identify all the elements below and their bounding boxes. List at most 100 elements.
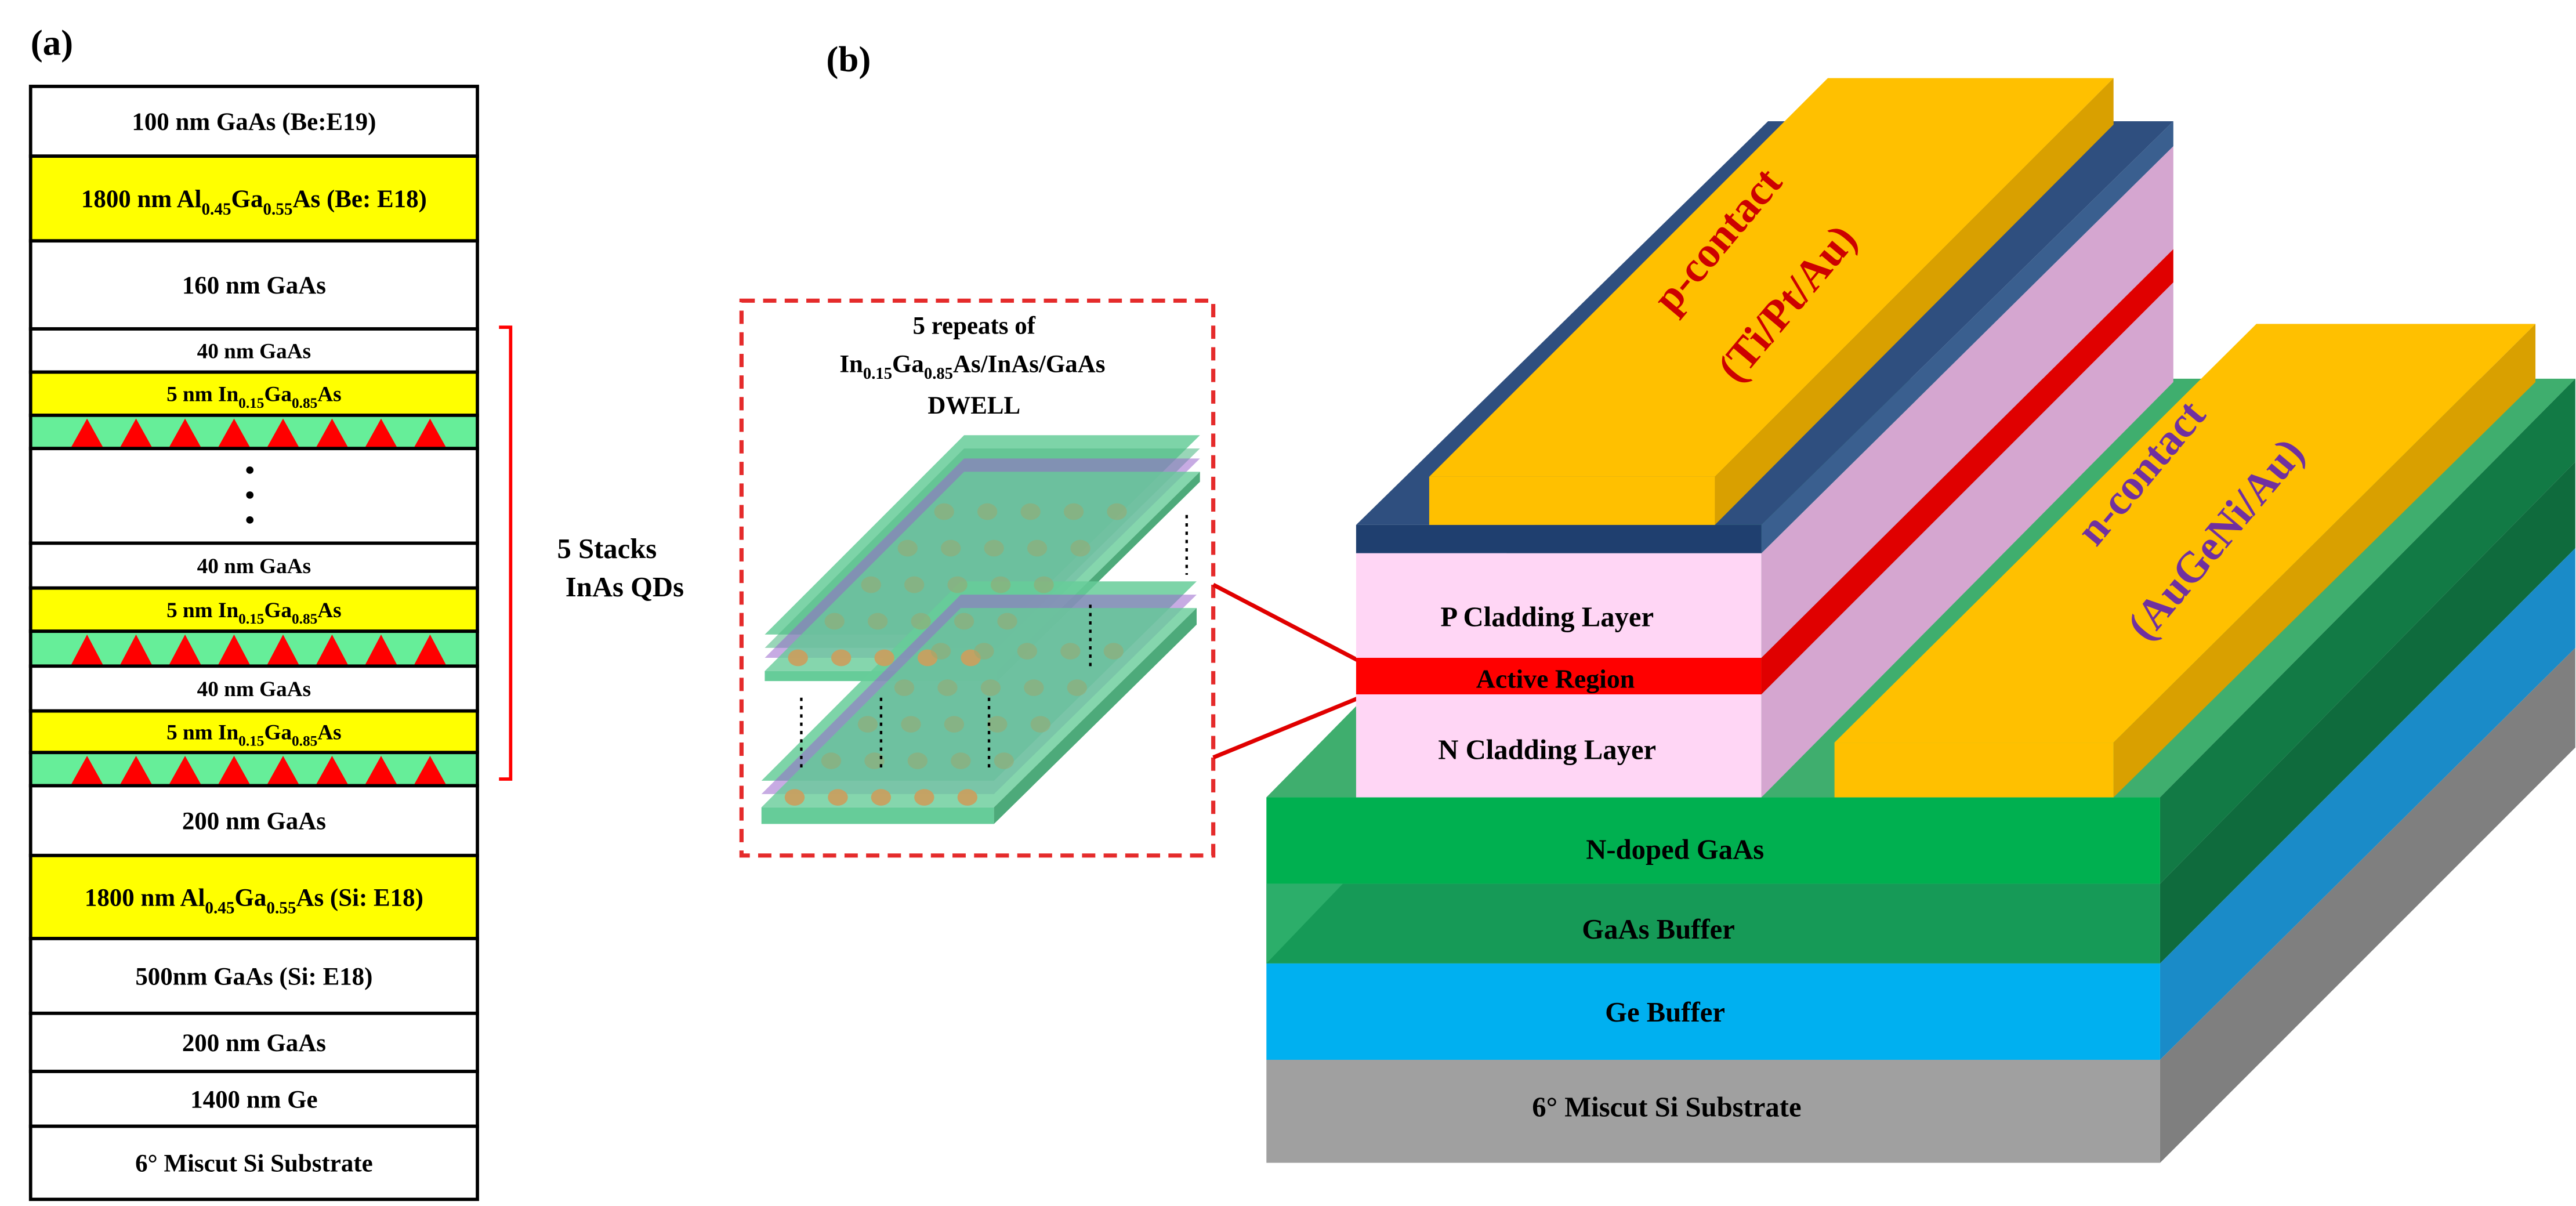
ellipsis-dot [246,516,254,524]
quantum-dot [413,418,447,449]
quantum-dot [315,418,349,449]
dwell-dot [941,539,961,557]
quantum-dot [413,755,447,786]
layer-label: 200 nm GaAs [182,808,326,835]
dwell-dot [871,789,892,806]
dwell-dot [957,789,977,806]
dwell-dot [934,503,954,520]
dwell-dot [821,752,842,769]
dwell-dot [1060,643,1081,660]
layer-label: 100 nm GaAs (Be:E19) [132,108,376,136]
dwell-dot [974,643,994,660]
quantum-dot [364,755,398,786]
dwell-dot [907,752,928,769]
quantum-dot [70,418,104,449]
quantum-dot [119,755,153,786]
bracket-label-line1: 5 Stacks [557,533,657,564]
dwell-dot [977,503,998,520]
layer-label: 200 nm GaAs [182,1030,326,1057]
dwell-dot [1027,539,1048,557]
layer-label: 1400 nm Ge [190,1086,317,1113]
layer-row [28,1124,479,1201]
dwell-dot [788,649,808,667]
dwell-dot [930,643,951,660]
layer-row [28,85,479,158]
n-cladding-label: N Cladding Layer [1438,734,1656,766]
dwell-inset-frame [739,298,1216,858]
dwell-dot [901,716,921,733]
inset-title-line1: 5 repeats of [913,313,1036,340]
dwell-dot [1020,503,1041,520]
layer-row [28,327,479,374]
layer-row [28,937,479,1015]
p-contact-pad [1356,78,2173,553]
layer-label: 1800 nm Al0.45Ga0.55As (Be: E18) [81,186,427,219]
ge-buffer-label: Ge Buffer [1605,997,1725,1028]
ellipsis-layer [28,447,479,545]
dwell-dot [857,716,878,733]
dwell-dot [1017,643,1038,660]
quantum-dot [70,755,104,786]
dwell-slab-lower [761,581,1197,824]
dwell-dot [1070,539,1090,557]
layer-label: 5 nm In0.15Ga0.85As [166,599,342,627]
quantum-dot [364,634,398,667]
quantum-dot [119,634,153,667]
dwell-dot [914,789,934,806]
quantum-dot [315,755,349,786]
gaas-buffer-label: GaAs Buffer [1582,914,1735,945]
quantum-dot [168,418,202,449]
dwell-dot [1063,503,1084,520]
dwell-dot [824,613,845,630]
ellipsis-dot [246,466,254,474]
inset-leader-lines [1212,582,1361,760]
n-contact-pad [1834,324,2536,798]
dwell-dot [1107,503,1127,520]
quantum-dot [364,418,398,449]
layer-label: 500nm GaAs (Si: E18) [135,963,372,990]
dwell-dot [897,539,918,557]
layer-label: 5 nm In0.15Ga0.85As [166,720,342,749]
n-cladding-layer [1356,694,1762,798]
layer-row [28,784,479,857]
stack-bracket [499,325,513,781]
dwell-dot [868,613,888,630]
dwell-dot [951,752,971,769]
bracket-label-line2: InAs QDs [566,571,684,603]
substrate-label: 6° Miscut Si Substrate [1532,1091,1801,1122]
dwell-dot [828,789,848,806]
quantum-dot [168,634,202,667]
quantum-dot [413,634,447,667]
si-substrate-layer [1266,1060,2160,1163]
inset-title-line2: In0.15Ga0.85As/InAs/GaAs [839,350,1105,382]
dwell-dot [937,679,958,696]
quantum-dot [70,634,104,667]
dwell-dot [990,576,1011,593]
dwell-dot [987,716,1008,733]
layer-stack: 100 nm GaAs (Be:E19) 1800 nm Al0.45Ga0.55… [28,85,479,1201]
dwell-dot [997,613,1017,630]
dwell-dot [1103,643,1124,660]
quantum-dot [217,634,251,667]
active-region-label: Active Region [1476,664,1635,694]
layer-row [28,154,479,243]
quantum-dot [266,755,300,786]
quantum-dot [119,418,153,449]
n-doped-label: N-doped GaAs [1586,834,1764,865]
layer-label: 40 nm GaAs [197,339,311,363]
p-cladding-label: P Cladding Layer [1440,602,1654,633]
dwell-dot [980,679,1001,696]
dwell-dot [1030,716,1050,733]
dwell-dot [994,752,1014,769]
dwell-dot [954,613,974,630]
inset-title-line3: DWELL [927,392,1020,419]
layer-label: 1800 nm Al0.45Ga0.55As (Si: E18) [85,884,423,917]
dwell-dot [864,752,885,769]
gaas-buffer-layer [1266,883,2160,964]
ridge [1356,146,2173,798]
quantum-dot [266,418,300,449]
dwell-dot [894,679,915,696]
dwell-dot [874,649,894,667]
dwell-dot [1034,576,1054,593]
panel-b-label: (b) [826,39,871,79]
